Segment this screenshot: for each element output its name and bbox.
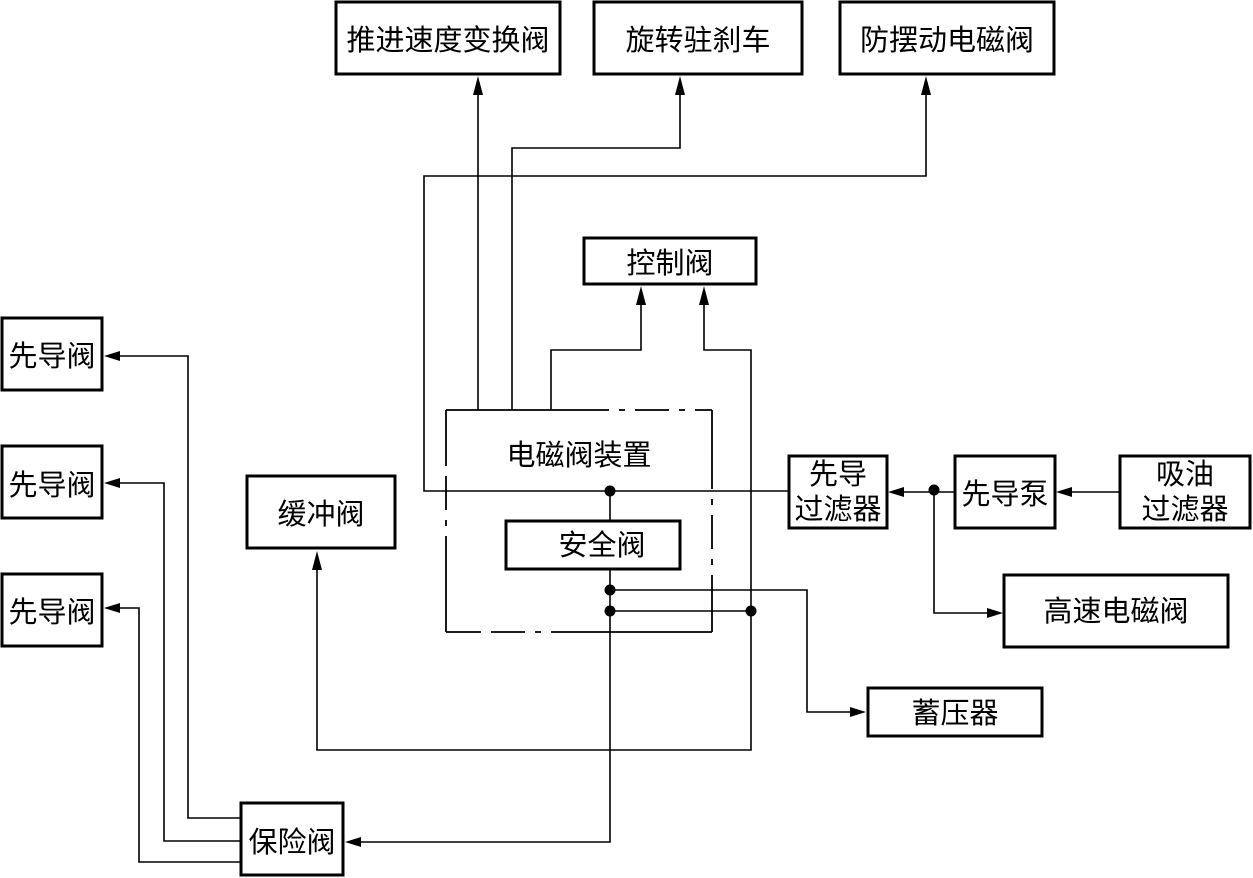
- label-swing-parking-brake: 旋转驻刹车: [625, 23, 770, 57]
- block-suction-filter: 吸油 过滤器: [1118, 454, 1252, 530]
- block-buffer-valve: 缓冲阀: [245, 474, 397, 550]
- arrow-into-pilot-pump: [1056, 487, 1072, 497]
- label-buffer-valve: 缓冲阀: [277, 497, 364, 531]
- arrow-into-accumulator: [850, 707, 866, 717]
- label-safety-valve: 安全阀: [558, 528, 645, 562]
- arrow-into-pilot-valve-1: [104, 351, 120, 361]
- block-pilot-pump: 先导泵: [953, 454, 1057, 530]
- label-pilot-pump: 先导泵: [961, 477, 1048, 511]
- label-high-speed-solenoid: 高速电磁阀: [1043, 594, 1188, 628]
- block-propulsion-speed-valve: 推进速度变换阀: [334, 0, 562, 76]
- label-pilot-valve-3: 先导阀: [8, 595, 95, 629]
- label-control-valve: 控制阀: [626, 246, 713, 280]
- label-anti-sway-solenoid: 防摆动电磁阀: [860, 23, 1034, 57]
- arrow-into-buffer-valve: [312, 551, 322, 570]
- line-buffer-control-loop: [316, 302, 752, 751]
- junction-dot-accumulator: [604, 584, 616, 596]
- block-anti-sway-solenoid: 防摆动电磁阀: [838, 0, 1056, 76]
- line-safety-valve-down: [358, 569, 611, 843]
- arrow-into-protection-valve: [345, 837, 361, 847]
- block-pilot-valve-2: 先导阀: [0, 444, 104, 520]
- line-protection-to-pilot-2: [118, 482, 241, 842]
- block-pilot-valve-3: 先导阀: [0, 572, 104, 648]
- arrow-into-pilot-filter: [888, 487, 904, 497]
- line-pump-to-high-speed-solenoid: [933, 490, 990, 614]
- label-pilot-filter-line1: 先导: [809, 457, 867, 491]
- arrow-into-pilot-valve-2: [104, 478, 120, 488]
- junction-dot-buffer-right: [745, 605, 757, 617]
- junction-dot-unit-main: [604, 485, 616, 497]
- label-pilot-valve-1: 先导阀: [8, 339, 95, 373]
- line-main-pilot-to-anti-sway: [423, 94, 927, 492]
- line-protection-to-pilot-1: [118, 355, 241, 819]
- arrow-into-control-valve-right: [699, 286, 709, 305]
- label-suction-filter-line1: 吸油: [1156, 457, 1214, 491]
- arrow-into-propulsion-valve: [473, 76, 483, 95]
- label-protection-valve: 保险阀: [248, 825, 335, 859]
- block-pilot-filter: 先导 过滤器: [787, 454, 889, 530]
- label-suction-filter-line2: 过滤器: [1141, 492, 1228, 526]
- line-to-accumulator: [610, 589, 852, 713]
- label-solenoid-valve-unit: 电磁阀装置: [506, 438, 651, 472]
- arrow-into-control-valve-left: [636, 286, 646, 305]
- junction-dot-buffer-left: [604, 605, 616, 617]
- label-accumulator: 蓄压器: [911, 696, 998, 730]
- line-unit-to-control-valve: [550, 302, 642, 410]
- line-unit-to-swing-brake: [511, 94, 681, 410]
- arrow-into-swing-brake: [675, 76, 685, 95]
- block-pilot-valve-1: 先导阀: [0, 316, 104, 392]
- block-swing-parking-brake: 旋转驻刹车: [592, 0, 804, 76]
- block-solenoid-valve-unit: 电磁阀装置: [445, 409, 713, 633]
- block-high-speed-solenoid: 高速电磁阀: [1002, 573, 1230, 649]
- arrow-into-high-speed-solenoid: [987, 608, 1003, 618]
- arrow-into-anti-sway-solenoid: [921, 76, 931, 95]
- block-safety-valve: 安全阀: [504, 519, 682, 571]
- label-propulsion-speed-valve: 推进速度变换阀: [346, 23, 549, 57]
- junction-dot-pump-branch: [928, 484, 940, 496]
- block-accumulator: 蓄压器: [866, 686, 1044, 738]
- line-protection-to-pilot-3: [118, 607, 241, 863]
- arrow-into-pilot-valve-3: [104, 603, 120, 613]
- block-control-valve: 控制阀: [582, 236, 758, 286]
- label-pilot-valve-2: 先导阀: [8, 468, 95, 502]
- block-protection-valve: 保险阀: [239, 801, 345, 877]
- label-pilot-filter-line2: 过滤器: [794, 492, 881, 526]
